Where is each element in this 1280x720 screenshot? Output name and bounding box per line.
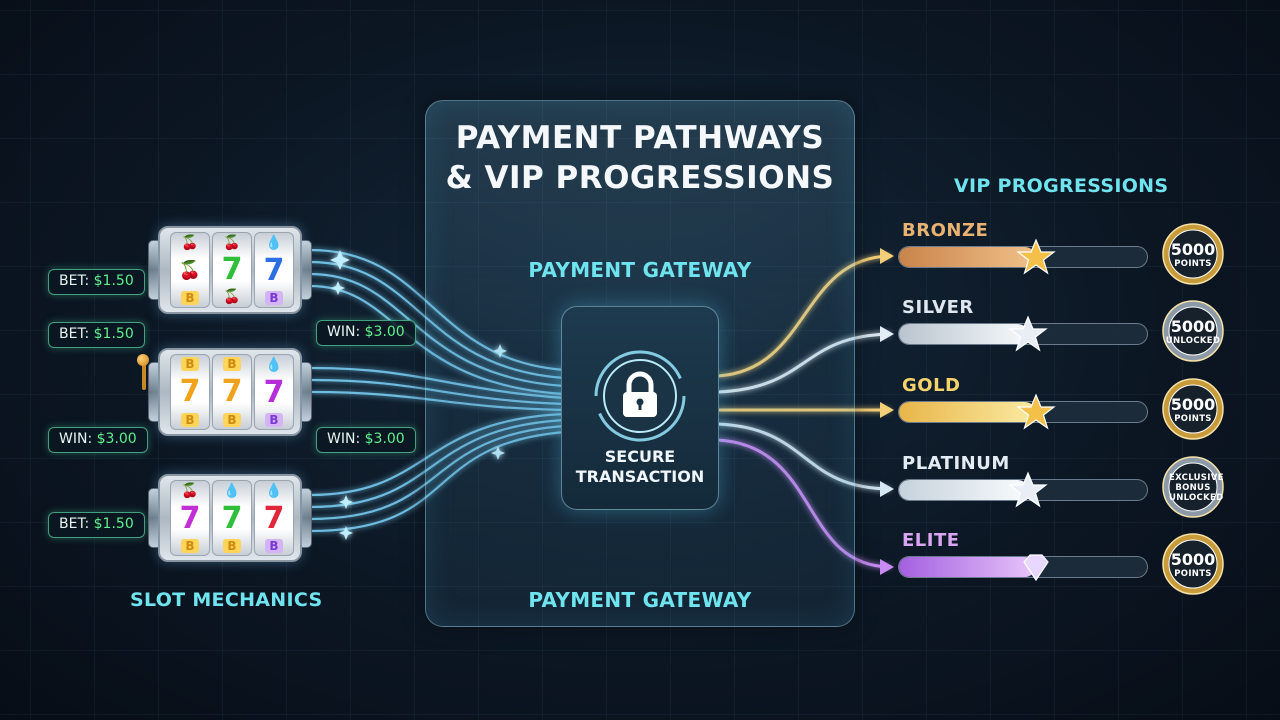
title-line-2: & VIP PROGRESSIONS	[445, 160, 835, 196]
bet-tag: BET: $1.50	[48, 269, 145, 295]
slot-machine-1: 🍒 🍒 B 🍒 7 🍒 💧 7 B	[148, 226, 312, 314]
tier-badge	[1162, 378, 1224, 440]
title-line-1: PAYMENT PATHWAYS	[455, 120, 825, 156]
bar-b-icon: B	[181, 413, 199, 427]
vip-progressions-label: VIP PROGRESSIONS	[954, 175, 1169, 197]
lock-icon	[594, 350, 686, 442]
tier-name-platinum: PLATINUM	[902, 453, 1010, 474]
tier-progress-fill	[899, 557, 1036, 577]
slot-reel: 💧 7 B	[254, 480, 294, 556]
star-icon	[1008, 315, 1048, 352]
flow-arrowheads	[880, 248, 894, 575]
cherry-icon: 🍒	[178, 260, 202, 281]
seven-icon: 7	[221, 374, 243, 409]
seven-icon: 7	[221, 252, 243, 287]
gateway-label-top: PAYMENT GATEWAY	[528, 258, 752, 282]
slot-lever-knob[interactable]	[137, 354, 149, 366]
seven-icon: 7	[263, 375, 285, 410]
seven-icon: 7	[263, 501, 285, 536]
tier-progress-bar	[898, 556, 1148, 578]
tier-progress-bar	[898, 246, 1148, 268]
tier-badge	[1162, 300, 1224, 362]
slot-reel: B 7 B	[212, 354, 252, 430]
slot-reel: 💧 7 B	[254, 354, 294, 430]
seven-icon: 7	[179, 374, 201, 409]
secure-transaction-label: SECURE TRANSACTION	[561, 447, 719, 487]
tier-progress-bar	[898, 401, 1148, 423]
slot-reel: 🍒 🍒 B	[170, 232, 210, 308]
bar-b-icon: B	[181, 291, 199, 305]
star-icon	[1008, 471, 1048, 508]
bar-b-icon: B	[265, 413, 283, 427]
cherry-icon: 🍒	[223, 235, 241, 251]
slot-reel: 💧 7 B	[212, 480, 252, 556]
slot-mechanics-label: SLOT MECHANICS	[130, 589, 323, 611]
slot-machine-3: 🍒 7 B 💧 7 B 💧 7 B	[148, 474, 312, 562]
slot-reel: 🍒 7 B	[170, 480, 210, 556]
slot-reel: 🍒 7 🍒	[212, 232, 252, 308]
star-icon	[1015, 238, 1056, 275]
gateway-label-bottom: PAYMENT GATEWAY	[528, 588, 752, 612]
win-tag: WIN: $3.00	[316, 320, 416, 346]
cherry-icon: 🍒	[181, 235, 199, 251]
tier-progress-fill	[899, 324, 1028, 344]
secure-line-1: SECURE	[604, 447, 676, 466]
seven-icon: 7	[263, 253, 285, 288]
cherry-icon: 🍒	[181, 483, 199, 499]
cherry-icon: 🍒	[223, 289, 241, 305]
slot-reel: B 7 B	[170, 354, 210, 430]
seven-icon: 7	[179, 501, 201, 536]
tier-badge	[1162, 456, 1224, 518]
page-title: PAYMENT PATHWAYS & VIP PROGRESSIONS	[425, 118, 855, 198]
tier-progress-fill	[899, 402, 1036, 422]
drop-icon: 💧	[265, 483, 283, 499]
bar-b-icon: B	[265, 539, 283, 553]
bar-b-icon: B	[265, 291, 283, 305]
tier-name-elite: ELITE	[902, 530, 960, 551]
star-icon	[1015, 393, 1056, 430]
bar-b-icon: B	[223, 357, 241, 371]
secure-line-2: TRANSACTION	[575, 467, 705, 486]
tier-progress-fill	[899, 247, 1036, 267]
win-tag: WIN: $3.00	[316, 427, 416, 453]
drop-icon: 💧	[265, 357, 283, 373]
drop-icon: 💧	[223, 483, 241, 499]
tier-name-gold: GOLD	[902, 375, 961, 396]
tier-name-bronze: BRONZE	[902, 220, 989, 241]
bar-b-icon: B	[223, 539, 241, 553]
diamond-icon	[1022, 554, 1049, 582]
bet-tag: BET: $1.50	[48, 322, 145, 348]
tier-name-silver: SILVER	[902, 297, 974, 318]
bar-b-icon: B	[181, 357, 199, 371]
win-tag: WIN: $3.00	[48, 427, 148, 453]
slot-machine-2: B 7 B B 7 B 💧 7 B	[137, 348, 312, 436]
tier-badge	[1162, 223, 1224, 285]
drop-icon: 💧	[265, 235, 283, 251]
tier-progress-fill	[899, 480, 1028, 500]
slot-reel: 💧 7 B	[254, 232, 294, 308]
slot-lever[interactable]	[142, 360, 146, 390]
tier-badge	[1162, 533, 1224, 595]
bet-tag: BET: $1.50	[48, 512, 145, 538]
seven-icon: 7	[221, 501, 243, 536]
bar-b-icon: B	[181, 539, 199, 553]
bar-b-icon: B	[223, 413, 241, 427]
